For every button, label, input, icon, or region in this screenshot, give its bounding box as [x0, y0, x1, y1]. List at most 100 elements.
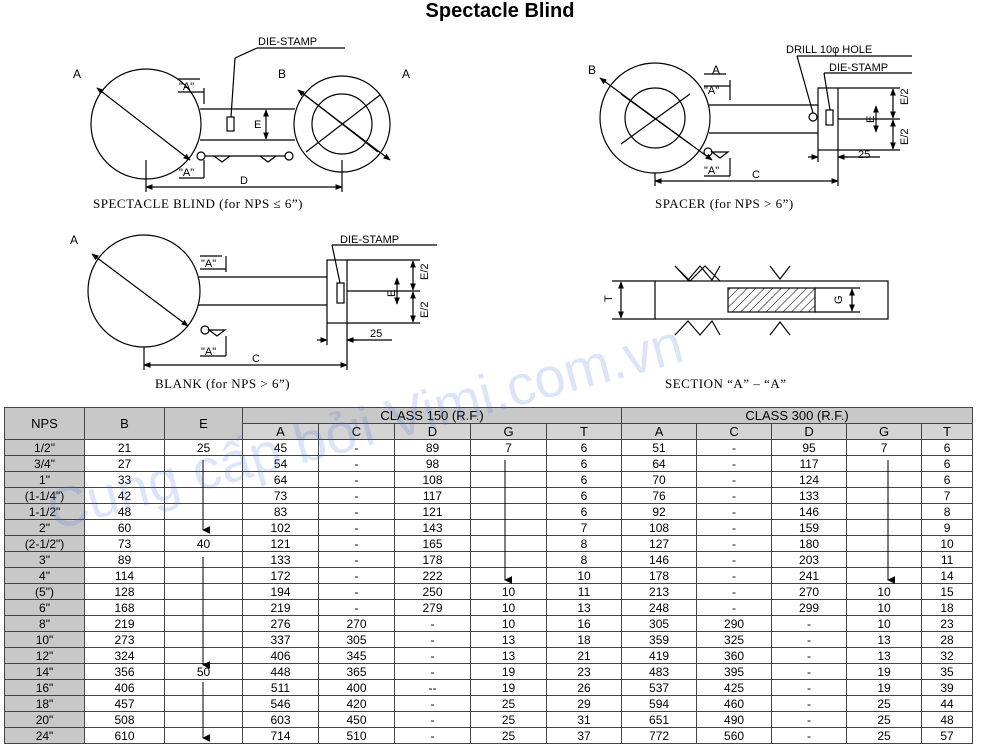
- table-cell: -: [318, 503, 395, 520]
- table-cell: 18: [545, 631, 623, 648]
- table-cell: -: [318, 471, 395, 488]
- table-cell: 772: [621, 727, 698, 744]
- table-cell: 8: [545, 551, 623, 568]
- table-cell: 102: [242, 519, 319, 536]
- table-cell: 248: [621, 599, 698, 616]
- table-cell: -: [696, 567, 773, 584]
- table-cell: 21: [84, 439, 165, 456]
- svg-text:SPECTACLE BLIND (for NPS ≤ 6: SPECTACLE BLIND (for NPS ≤ 6”): [93, 196, 303, 211]
- sub-header-150-g: G: [470, 423, 547, 440]
- table-cell: -: [696, 487, 773, 504]
- table-cell: 6: [921, 439, 974, 456]
- table-cell: 19: [470, 679, 547, 696]
- sub-header-150-c: C: [318, 423, 395, 440]
- table-cell: -: [394, 631, 471, 648]
- svg-text:C: C: [252, 353, 260, 365]
- table-cell: 560: [696, 727, 773, 744]
- table-cell: 117: [771, 455, 848, 472]
- sub-header-300-a: A: [621, 423, 698, 440]
- table-cell: 483: [621, 663, 698, 680]
- table-cell: 6: [545, 503, 623, 520]
- nps-cell: 14": [4, 663, 85, 680]
- table-cell: [846, 551, 923, 568]
- nps-cell: (1-1/4"): [4, 487, 85, 504]
- table-cell: 610: [84, 727, 165, 744]
- nps-cell: 6": [4, 599, 85, 616]
- table-cell: [846, 503, 923, 520]
- table-cell: 92: [621, 503, 698, 520]
- svg-text:DIE-STAMP: DIE-STAMP: [340, 234, 399, 246]
- col-header-b: B: [84, 407, 165, 440]
- table-cell: [164, 647, 243, 664]
- table-cell: -: [771, 663, 848, 680]
- nps-cell: 18": [4, 695, 85, 712]
- table-cell: 6: [921, 455, 974, 472]
- table-cell: [164, 455, 243, 472]
- table-cell: 13: [846, 647, 923, 664]
- table-cell: -: [771, 695, 848, 712]
- svg-text:B: B: [588, 63, 596, 77]
- nps-cell: 10": [4, 631, 85, 648]
- table-cell: 213: [621, 583, 698, 600]
- table-cell: 37: [545, 727, 623, 744]
- table-cell: 406: [84, 679, 165, 696]
- table-cell: [846, 535, 923, 552]
- table-cell: 7: [921, 487, 974, 504]
- table-cell: 546: [242, 695, 319, 712]
- table-cell: -: [771, 727, 848, 744]
- table-cell: --: [394, 679, 471, 696]
- table-cell: 10: [470, 583, 547, 600]
- table-cell: 345: [318, 647, 395, 664]
- table-cell: 25: [846, 727, 923, 744]
- table-cell: -: [696, 551, 773, 568]
- table-cell: -: [318, 455, 395, 472]
- table-cell: 19: [470, 663, 547, 680]
- spectacle-labels: A B A DIE-STAMP "A" "A" E D SPECTACLE BL…: [73, 36, 410, 211]
- table-cell: [164, 679, 243, 696]
- svg-text:A: A: [402, 67, 410, 81]
- nps-cell: (2-1/2"): [4, 535, 85, 552]
- table-cell: 51: [621, 439, 698, 456]
- table-cell: 89: [84, 551, 165, 568]
- table-cell: 219: [84, 615, 165, 632]
- table-cell: 180: [771, 535, 848, 552]
- table-cell: 508: [84, 711, 165, 728]
- svg-text:E: E: [865, 116, 877, 123]
- table-cell: -: [696, 583, 773, 600]
- col-header-e: E: [164, 407, 243, 440]
- table-cell: 133: [771, 487, 848, 504]
- table-cell: 241: [771, 567, 848, 584]
- dimension-table: NPS B E CLASS 150 (R.F.) CLASS 300 (R.F.…: [4, 407, 974, 744]
- nps-cell: 1": [4, 471, 85, 488]
- svg-text:E/2: E/2: [419, 263, 431, 280]
- table-cell: 121: [242, 535, 319, 552]
- table-cell: -: [696, 599, 773, 616]
- table-cell: 29: [545, 695, 623, 712]
- table-cell: 45: [242, 439, 319, 456]
- table-cell: 510: [318, 727, 395, 744]
- table-cell: 25: [470, 695, 547, 712]
- table-cell: -: [771, 631, 848, 648]
- spacer-labels: B A DRILL 10φ HOLE DIE-STAMP "A" "A" E E…: [588, 44, 911, 211]
- table-cell: 603: [242, 711, 319, 728]
- table-cell: 108: [621, 519, 698, 536]
- svg-text:E: E: [386, 290, 398, 297]
- table-cell: 64: [242, 471, 319, 488]
- svg-text:25: 25: [370, 328, 382, 340]
- table-cell: 219: [242, 599, 319, 616]
- sub-header-300-t: T: [921, 423, 974, 440]
- table-cell: 359: [621, 631, 698, 648]
- table-cell: 31: [545, 711, 623, 728]
- table-cell: [846, 567, 923, 584]
- table-cell: 32: [921, 647, 974, 664]
- svg-text:"A": "A": [201, 258, 216, 270]
- table-cell: [164, 615, 243, 632]
- table-cell: 8: [545, 535, 623, 552]
- table-cell: 108: [394, 471, 471, 488]
- table-cell: 35: [921, 663, 974, 680]
